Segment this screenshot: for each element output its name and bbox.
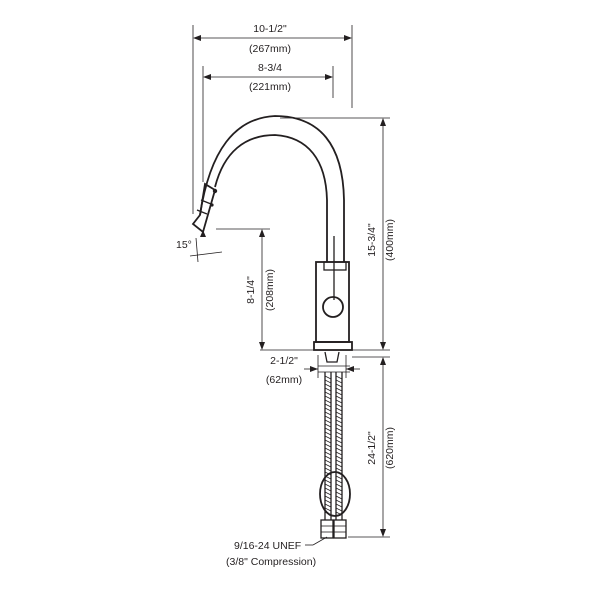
spout-reach-metric: (221mm) <box>249 81 291 93</box>
spray-angle-dimension: 15° <box>176 230 223 263</box>
connection-thread-label: 9/16-24 UNEF <box>234 540 301 552</box>
supply-line-length-metric: (620mm) <box>384 427 396 469</box>
connection-callout: 9/16-24 UNEF (3/8" Compression) <box>226 536 328 568</box>
faucet-outline <box>191 115 353 351</box>
spout-reach-imperial: 8-3/4 <box>258 62 282 74</box>
overall-reach-imperial: 10-1/2" <box>253 23 287 35</box>
overall-reach-metric: (267mm) <box>249 43 291 55</box>
spout-height-dimension: 8-1/4" (208mm) <box>216 228 314 351</box>
overall-height-metric: (400mm) <box>384 219 396 261</box>
supply-lines <box>318 351 351 539</box>
connection-type-label: (3/8" Compression) <box>226 556 316 568</box>
supply-line-length-imperial: 24-1/2" <box>366 431 378 465</box>
spray-angle-label: 15° <box>176 239 192 251</box>
spout-height-imperial: 8-1/4" <box>245 276 257 304</box>
spout-reach-dimension: 8-3/4 (221mm) <box>202 62 334 182</box>
overall-height-dimension: 15-3/4" (400mm) <box>280 117 396 351</box>
spout-height-metric: (208mm) <box>264 269 276 311</box>
hole-diameter-imperial: 2-1/2" <box>270 355 298 367</box>
supply-line-length-dimension: 24-1/2" (620mm) <box>348 356 396 538</box>
overall-height-imperial: 15-3/4" <box>366 223 378 257</box>
overall-reach-dimension: 10-1/2" (267mm) <box>192 23 353 214</box>
hole-diameter-metric: (62mm) <box>266 374 302 386</box>
hole-diameter-dimension: 2-1/2" (62mm) <box>266 355 360 386</box>
